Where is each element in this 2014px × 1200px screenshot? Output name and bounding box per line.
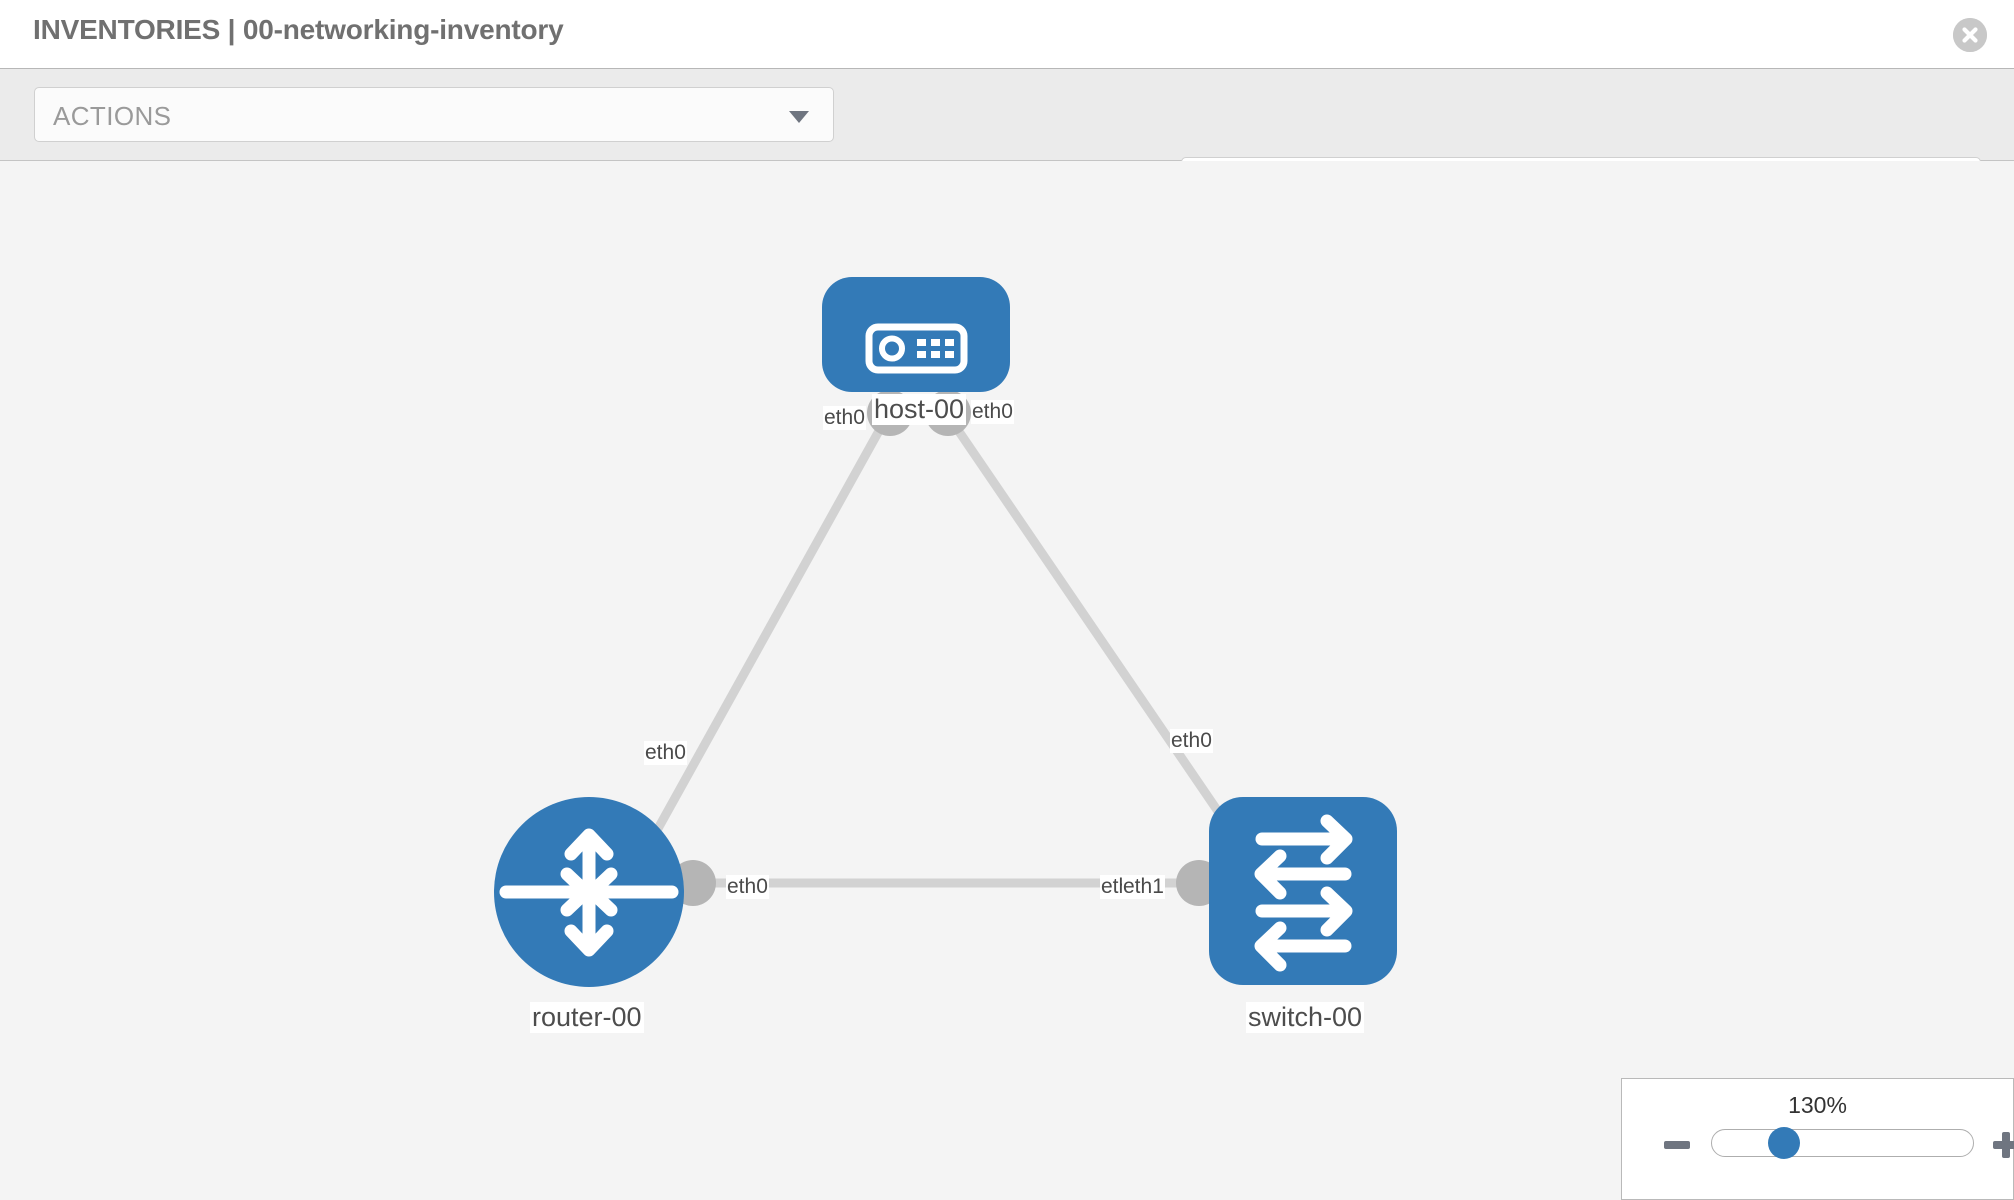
zoom-slider[interactable] xyxy=(1711,1129,1974,1157)
iface-label[interactable]: eth0 xyxy=(1170,729,1213,753)
node-host-00[interactable] xyxy=(822,277,1010,392)
switch-arrows-icon xyxy=(1254,814,1353,972)
actions-dropdown-label: ACTIONS xyxy=(53,101,172,131)
iface-label[interactable]: eth0 xyxy=(726,875,769,899)
node-switch-00-shape xyxy=(1209,797,1397,985)
node-label-router-00[interactable]: router-00 xyxy=(530,1002,644,1033)
close-icon[interactable] xyxy=(1953,18,1987,52)
router-arrows-icon xyxy=(499,828,679,957)
link-host-router[interactable] xyxy=(636,408,894,864)
iface-label[interactable]: eth0 xyxy=(823,406,866,430)
page-header: INVENTORIES | 00-networking-inventory xyxy=(0,0,2014,69)
iface-label[interactable]: eth1 xyxy=(1122,875,1165,899)
zoom-in-button[interactable] xyxy=(1622,1079,2014,1199)
close-circle-icon xyxy=(1953,18,1987,52)
server-appliance-icon xyxy=(865,323,968,374)
zoom-slider-thumb[interactable] xyxy=(1768,1127,1800,1159)
toolbar: ACTIONS SEARCH xyxy=(0,69,2014,212)
node-router-00[interactable] xyxy=(494,797,684,987)
zoom-control-panel: 130% xyxy=(1621,1078,2014,1200)
page-title: INVENTORIES | 00-networking-inventory xyxy=(33,14,564,45)
actions-dropdown[interactable]: ACTIONS xyxy=(34,87,834,142)
plus-icon-vertical xyxy=(2002,1132,2010,1158)
iface-label[interactable]: eth0 xyxy=(644,741,687,765)
topology-canvas[interactable]: host-00 router-00 switch-00 eth0 eth0 et… xyxy=(0,161,2014,1200)
link-host-switch[interactable] xyxy=(941,408,1249,854)
node-label-switch-00[interactable]: switch-00 xyxy=(1246,1002,1365,1033)
node-switch-00[interactable] xyxy=(1209,797,1397,985)
zoom-level-value: 130% xyxy=(1788,1092,1847,1118)
topology-graph xyxy=(494,277,1397,987)
iface-label[interactable]: eth0 xyxy=(971,400,1014,424)
node-label-host-00[interactable]: host-00 xyxy=(872,394,967,425)
node-host-00-shape xyxy=(822,277,1010,392)
chevron-down-icon xyxy=(789,111,809,123)
zoom-out-button[interactable] xyxy=(1664,1141,1690,1149)
